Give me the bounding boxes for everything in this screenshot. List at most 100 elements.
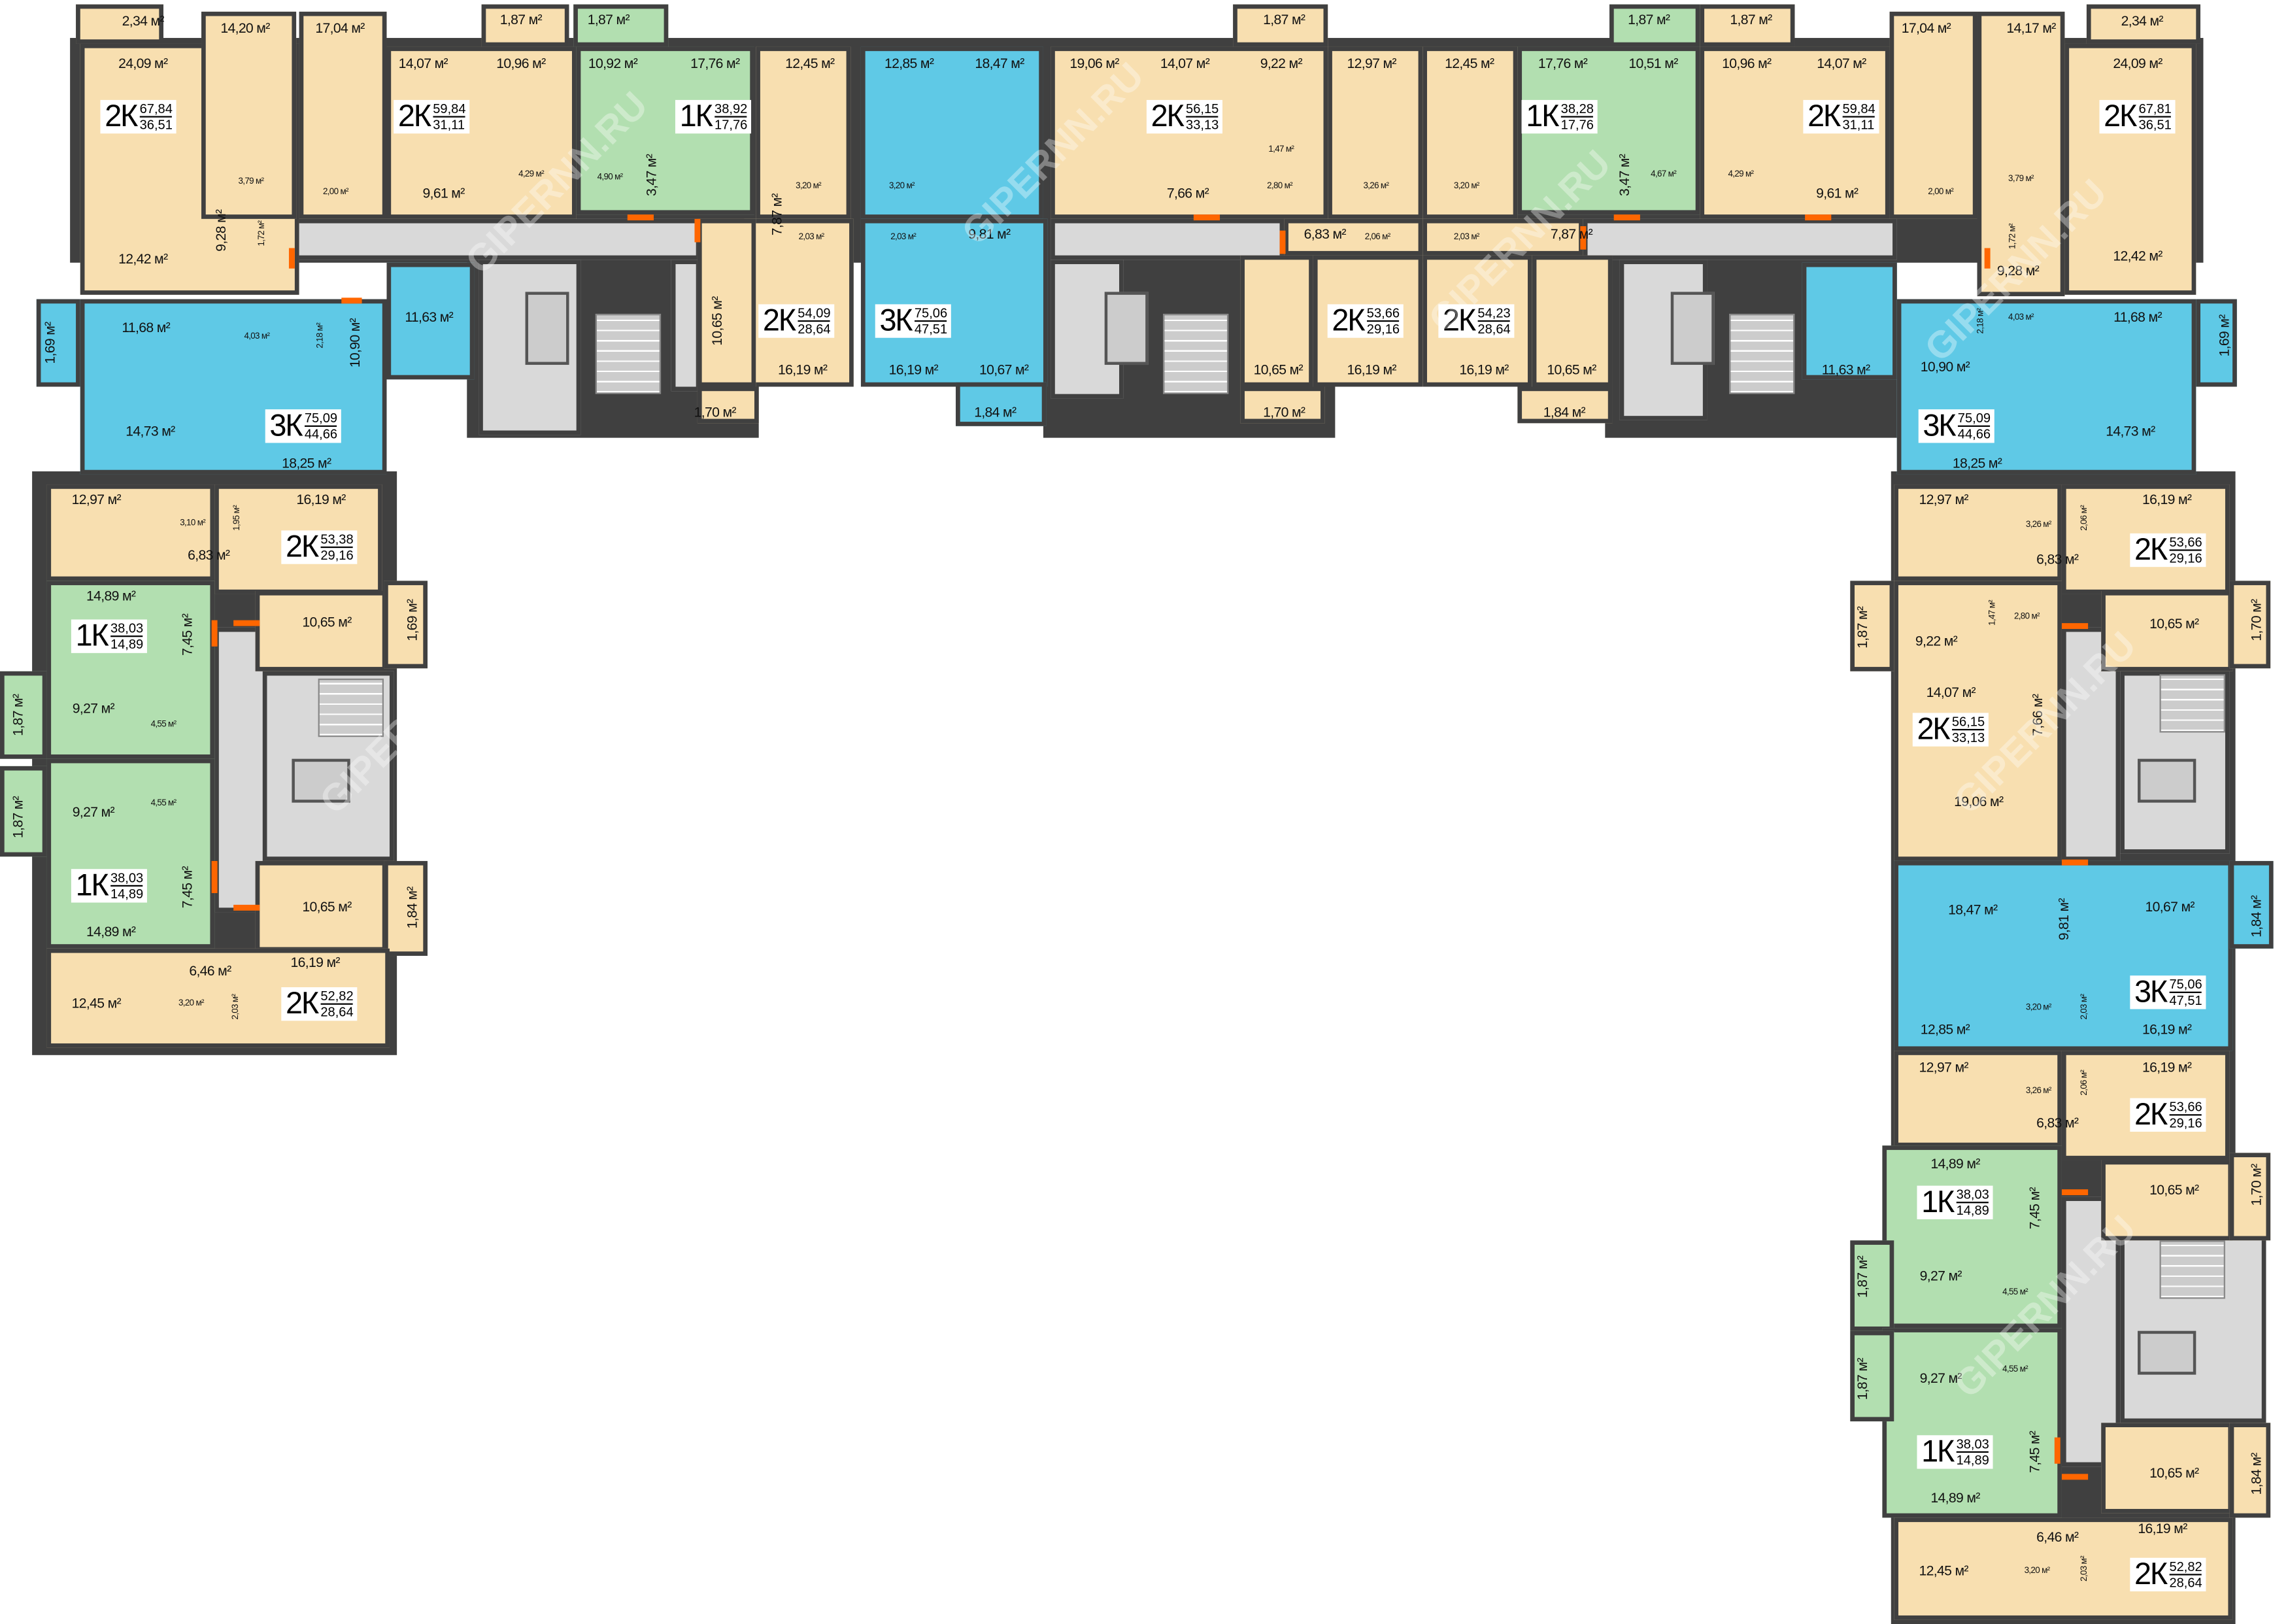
entrance-door[interactable]	[1580, 226, 1587, 250]
apartment-1-area[interactable]	[201, 11, 297, 219]
apartment-21-area[interactable]	[2229, 1153, 2271, 1241]
apartment-23-area[interactable]	[1850, 1330, 1894, 1422]
entrance-door[interactable]	[1805, 214, 1832, 221]
apartment-11-area[interactable]	[1517, 386, 1613, 424]
apartment-18-area[interactable]	[2229, 581, 2271, 669]
entrance-door[interactable]	[1613, 214, 1640, 221]
apartment-5-area[interactable]	[860, 218, 1048, 387]
entrance-door[interactable]	[627, 214, 654, 221]
apartment-15-area[interactable]	[46, 581, 215, 759]
entrance-door[interactable]	[2061, 623, 2089, 630]
apartment-24-area[interactable]	[2229, 1423, 2271, 1518]
apartment-16-area[interactable]	[46, 758, 215, 949]
apartment-24-area[interactable]	[2101, 1423, 2233, 1514]
apartment-13-area[interactable]	[1802, 262, 1897, 380]
apartment-9-area[interactable]	[2064, 43, 2196, 295]
apartment-19-area[interactable]	[1850, 581, 1894, 671]
entrance-door[interactable]	[2061, 859, 2089, 866]
apartment-4-area[interactable]	[756, 46, 851, 219]
apartment-20-area[interactable]	[1894, 860, 2233, 1051]
entrance-door[interactable]	[2054, 1437, 2061, 1464]
apartment-1-area[interactable]	[76, 4, 163, 44]
apartment-21-area[interactable]	[1894, 1051, 2062, 1147]
apartment-4-area[interactable]	[697, 218, 756, 387]
entrance-door[interactable]	[2061, 1189, 2089, 1196]
apartment-4-area[interactable]	[697, 386, 759, 424]
apartment-16-area[interactable]	[0, 766, 47, 857]
apartment-11-area[interactable]	[1422, 46, 1518, 219]
apartment-9-area[interactable]	[2086, 4, 2201, 44]
apartment-23-area[interactable]	[1882, 1328, 2062, 1518]
apartment-17-area[interactable]	[384, 860, 428, 956]
apartment-14-area[interactable]	[46, 484, 215, 581]
apartment-9-area[interactable]	[1977, 11, 2065, 297]
apartment-3-area[interactable]	[573, 4, 669, 47]
apartment-2-area[interactable]	[299, 11, 387, 219]
apartment-18-area[interactable]	[1894, 484, 2062, 581]
entrance-door[interactable]	[233, 620, 260, 626]
apartment-10-area[interactable]	[1284, 218, 1423, 256]
apartment-6-area[interactable]	[1051, 46, 1328, 219]
apartment-2-area[interactable]	[481, 4, 569, 47]
apartment-4-area[interactable]	[744, 218, 854, 387]
apartment-10-area[interactable]	[1240, 255, 1313, 387]
apartment-8-area[interactable]	[1700, 4, 1795, 47]
apartment-22-area[interactable]	[1850, 1240, 1894, 1331]
apartment-13-area[interactable]	[2196, 299, 2237, 387]
apartment-10-area[interactable]	[1240, 386, 1325, 424]
entrance-door[interactable]	[1193, 214, 1220, 221]
apartment-12-area[interactable]	[386, 262, 475, 380]
entrance-door[interactable]	[1984, 248, 1991, 269]
apartment-13-area[interactable]	[1896, 299, 2196, 475]
entrance-door[interactable]	[1279, 230, 1286, 254]
entrance-door[interactable]	[2061, 1474, 2089, 1480]
apartment-5-area[interactable]	[860, 46, 1043, 219]
apartment-14-area[interactable]	[384, 581, 428, 669]
apartment-12-area[interactable]	[36, 299, 80, 387]
apartment-12-area[interactable]	[80, 299, 387, 475]
entrance-door[interactable]	[211, 620, 218, 647]
apartment-11-area[interactable]	[1532, 255, 1613, 387]
apartment-8-area[interactable]	[1700, 46, 1890, 219]
apartment-15-area[interactable]	[0, 671, 47, 759]
apartment-8-area[interactable]	[1889, 11, 1977, 219]
apartment-6-area[interactable]	[1233, 4, 1328, 47]
entrance-door[interactable]	[694, 218, 701, 243]
entrance-door[interactable]	[211, 860, 218, 894]
apartment-2-area[interactable]	[386, 46, 577, 219]
apartment-7-area[interactable]	[1609, 4, 1700, 47]
apartment-22-area[interactable]	[1882, 1145, 2062, 1328]
apartment-10-area[interactable]	[1328, 46, 1423, 219]
entrance-door[interactable]	[288, 248, 295, 269]
apartment-21-area[interactable]	[2101, 1160, 2233, 1241]
entrance-door[interactable]	[233, 904, 260, 911]
entrance-door[interactable]	[341, 297, 362, 304]
apartment-11-area[interactable]	[1422, 218, 1583, 256]
apartment-5-area[interactable]	[956, 382, 1047, 426]
apartment-20-area[interactable]	[2229, 860, 2274, 949]
